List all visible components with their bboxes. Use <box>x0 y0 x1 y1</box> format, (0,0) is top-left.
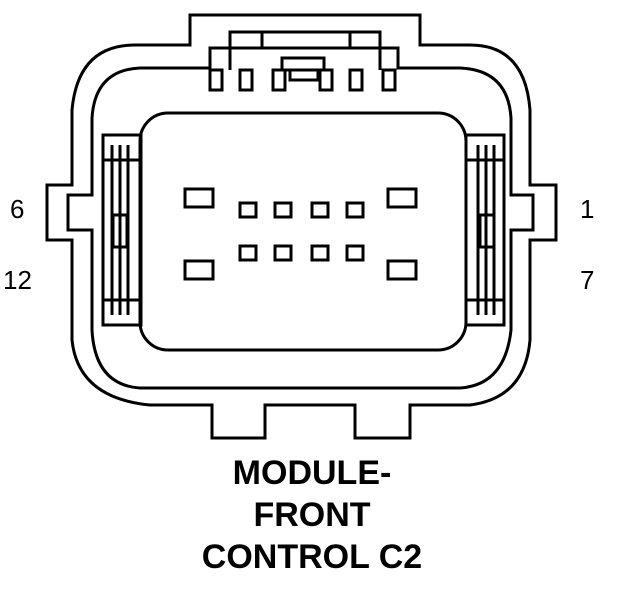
cavity-4 <box>273 201 293 219</box>
cavity-7 <box>386 259 418 281</box>
cavity-3 <box>310 201 330 219</box>
cavity-row-bottom <box>183 244 418 281</box>
cavity-6 <box>183 187 215 209</box>
connector-inner-housing <box>66 46 535 390</box>
connector-outer-housing <box>45 13 558 440</box>
cavity-12 <box>183 259 215 281</box>
cavity-row-top <box>183 187 418 219</box>
cavity-8 <box>345 244 365 262</box>
caption-line-3: CONTROL C2 <box>201 538 423 576</box>
left-side-lock <box>101 133 143 327</box>
caption-line-2: FRONT <box>253 496 371 534</box>
cavity-1 <box>386 187 418 209</box>
cavity-11 <box>238 244 258 262</box>
cavity-2 <box>345 201 365 219</box>
pin-label-1: 1 <box>580 194 595 224</box>
cavity-9 <box>310 244 330 262</box>
pin-label-7: 7 <box>580 265 595 295</box>
caption-line-1: MODULE- <box>232 454 392 492</box>
connector-caption: MODULE- FRONT CONTROL C2 <box>0 452 624 578</box>
cavity-10 <box>273 244 293 262</box>
pin-label-12: 12 <box>3 265 32 295</box>
cavity-5 <box>238 201 258 219</box>
top-latch <box>208 30 397 92</box>
pin-label-6: 6 <box>10 194 25 224</box>
mating-face <box>138 111 468 352</box>
right-side-lock <box>464 133 506 327</box>
connector-diagram <box>45 13 558 440</box>
